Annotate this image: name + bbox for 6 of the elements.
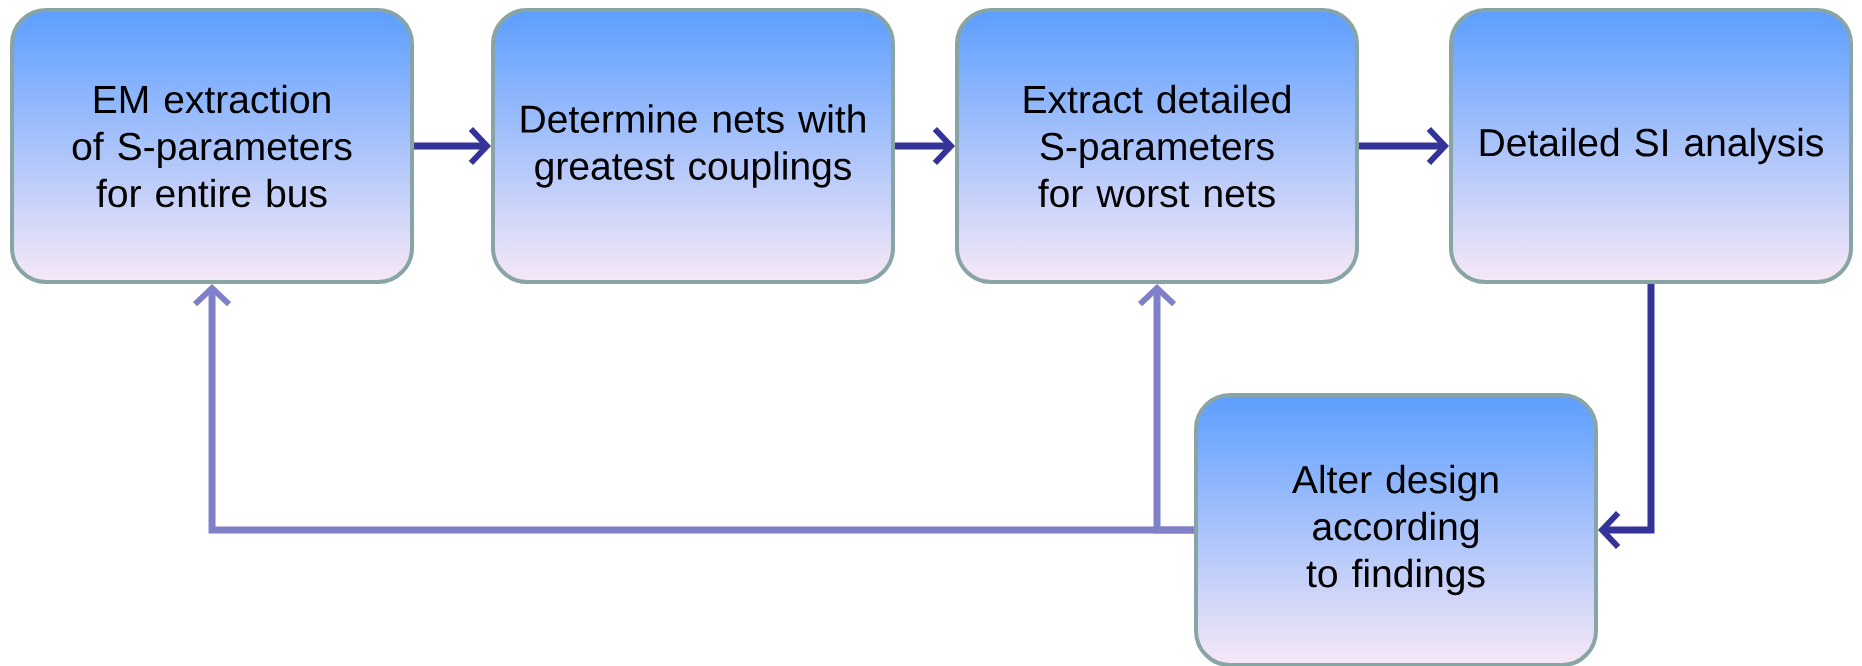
process-box: Alter design according to findings: [1194, 393, 1598, 666]
process-box: Extract detailed S-parameters for worst nets: [955, 8, 1359, 284]
process-box: EM extraction of S-parameters for entire bus: [10, 8, 414, 284]
arrow: [1137, 284, 1194, 534]
process-box: Detailed SI analysis: [1449, 8, 1853, 284]
process-box: Determine nets with greatest couplings: [491, 8, 895, 284]
